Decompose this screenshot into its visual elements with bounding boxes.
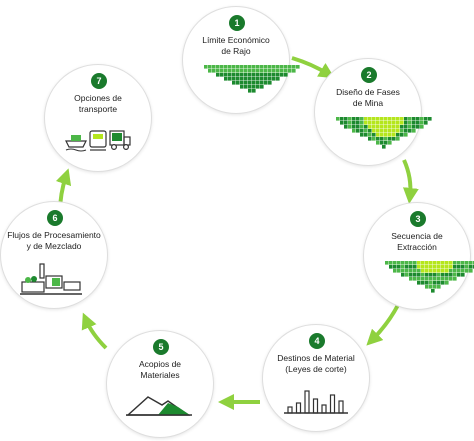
step-label-line: y de Mezclado [26, 241, 82, 251]
step-label-line: Límite Económico [202, 35, 270, 45]
extraction-sequence-icon [385, 261, 474, 293]
step-number-badge: 1 [229, 15, 245, 31]
step-label-line: transporte [78, 104, 118, 114]
arrow-3-to-4 [366, 304, 400, 346]
step-number-badge: 2 [361, 67, 377, 83]
step-number-badge: 3 [410, 211, 426, 227]
transport-icon [65, 130, 131, 152]
step-label-line: Destinos de Material [277, 353, 355, 363]
bar-chart-icon [284, 390, 348, 414]
step-number-badge: 4 [309, 333, 325, 349]
arrow-2-to-3 [402, 159, 419, 204]
step-number-badge: 7 [91, 73, 107, 89]
step-label: Destinos de Material(Leyes de corte) [269, 353, 363, 375]
step-label-line: Flujos de Procesamiento [7, 230, 101, 240]
arrow-1-to-2 [291, 56, 335, 79]
step-label-line: Diseño de Fases [336, 87, 400, 97]
stockpile-icon [126, 396, 192, 416]
step-label-line: Extracción [397, 242, 437, 252]
step-label-line: Acopios de [138, 359, 182, 369]
mine-phases-icon [336, 117, 432, 149]
step-label-line: de Rajo [221, 46, 251, 56]
step-number-badge: 5 [153, 339, 169, 355]
step-label-line: de Mina [352, 98, 384, 108]
step-label-line: (Leyes de corte) [285, 364, 347, 374]
pit-limit-icon [204, 65, 300, 93]
step-label-line: Opciones de [74, 93, 122, 103]
step-label-line: Materiales [140, 370, 180, 380]
step-number-badge: 6 [47, 210, 63, 226]
processing-plant-icon [20, 263, 82, 295]
arrow-5-to-6 [81, 312, 108, 350]
step-label-line: Secuencia de [391, 231, 443, 241]
